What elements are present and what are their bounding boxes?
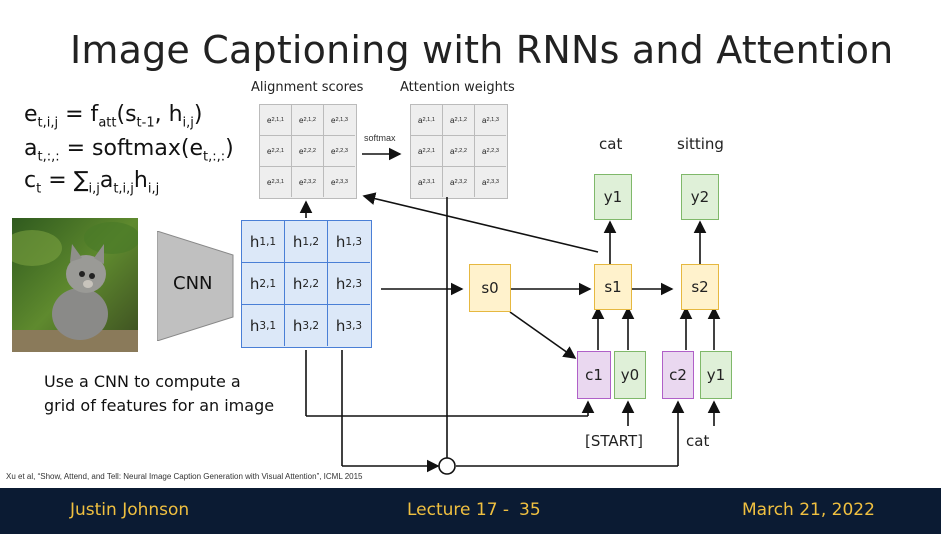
word-start-input: [START] — [585, 432, 643, 450]
y1-in-label: y1 — [706, 366, 726, 384]
output-y2: y2 — [681, 174, 719, 220]
attention-caption: Attention weights — [400, 80, 515, 95]
equation-context: ct = ∑i,jat,i,jhi,j — [24, 168, 160, 197]
y0-label: y0 — [620, 366, 640, 384]
input-y1: y1 — [700, 351, 732, 399]
footer-author: Justin Johnson — [70, 500, 190, 520]
s0-label: s0 — [481, 279, 499, 297]
softmax-label: softmax — [364, 133, 396, 143]
footer-page: 35 — [519, 500, 541, 520]
state-s0: s0 — [469, 264, 511, 312]
eq-c-symbol: c — [24, 168, 37, 193]
equation-alignment: et,i,j = fatt(st-1, hi,j) — [24, 102, 203, 131]
context-c2: c2 — [662, 351, 694, 399]
s2-label: s2 — [691, 278, 709, 296]
word-sitting-output: sitting — [677, 135, 724, 153]
word-cat-output: cat — [599, 135, 623, 153]
c2-label: c2 — [669, 366, 687, 384]
cnn-block: CNN — [156, 230, 235, 346]
description-line-1: Use a CNN to compute a — [44, 372, 241, 391]
eq-e-symbol: e — [24, 102, 38, 127]
alignment-caption: Alignment scores — [251, 80, 364, 95]
equation-softmax: at,:,: = softmax(et,:,:) — [24, 136, 234, 165]
state-s1: s1 — [594, 264, 632, 310]
cnn-label: CNN — [173, 273, 213, 294]
eq-a-symbol: a — [24, 136, 38, 161]
footer-bar: Justin Johnson Lecture 17 - 35 March 21,… — [0, 488, 941, 534]
slide-title: Image Captioning with RNNs and Attention — [70, 28, 894, 72]
footer-lecture: Lecture 17 - — [407, 500, 510, 520]
description: Use a CNN to compute a grid of features … — [44, 370, 274, 418]
state-s2: s2 — [681, 264, 719, 310]
output-y1: y1 — [594, 174, 632, 220]
footer-date: March 21, 2022 — [742, 500, 875, 520]
description-line-2: grid of features for an image — [44, 396, 275, 415]
input-y0: y0 — [614, 351, 646, 399]
c1-label: c1 — [585, 366, 603, 384]
word-cat-input: cat — [686, 432, 710, 450]
cat-image — [12, 218, 138, 352]
y1-top-label: y1 — [603, 188, 623, 206]
y2-top-label: y2 — [690, 188, 710, 206]
s1-label: s1 — [604, 278, 622, 296]
context-c1: c1 — [577, 351, 611, 399]
citation: Xu et al, “Show, Attend, and Tell: Neura… — [6, 472, 363, 481]
